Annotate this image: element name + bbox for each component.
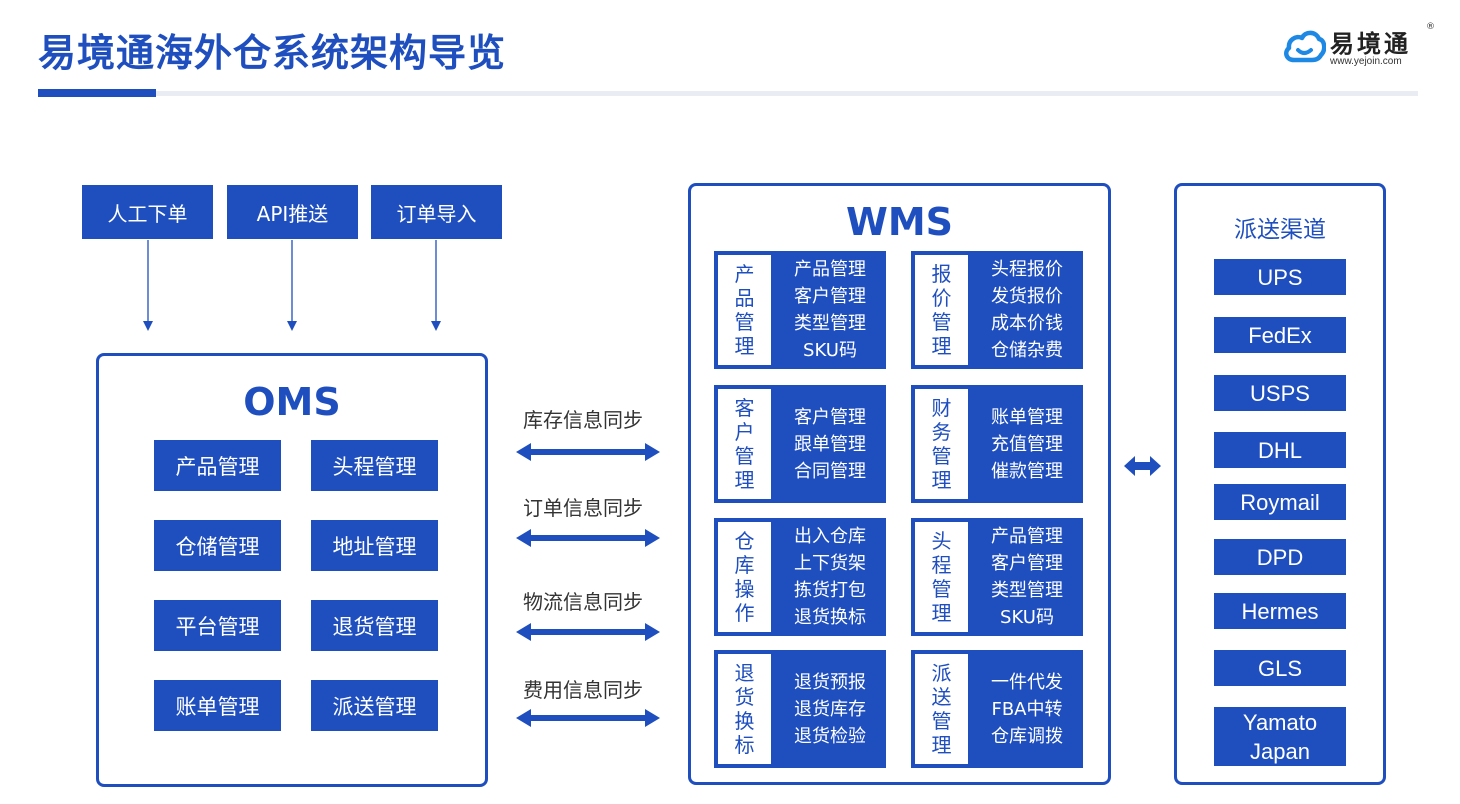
title-underline-accent <box>38 89 156 97</box>
module-tag: 报价管理 <box>915 255 968 365</box>
registered-mark: ® <box>1426 22 1435 32</box>
module-item: 退货换标 <box>794 607 866 628</box>
oms-item: 平台管理 <box>154 600 281 651</box>
sync-label: 物流信息同步 <box>523 590 643 614</box>
module-tag: 派送管理 <box>915 654 968 764</box>
module-item: 客户管理 <box>991 553 1063 574</box>
double-arrow-icon <box>516 709 660 727</box>
module-item: 账单管理 <box>991 406 1063 428</box>
module-item: 产品管理 <box>991 526 1063 547</box>
channel-item: Hermes <box>1214 593 1346 629</box>
sync-label: 订单信息同步 <box>523 496 643 520</box>
channel-item: Yamato Japan <box>1214 707 1346 766</box>
module-item: 上下货架 <box>794 553 866 574</box>
module-tag: 仓库操作 <box>718 522 771 632</box>
channel-item: USPS <box>1214 375 1346 411</box>
oms-item: 头程管理 <box>311 440 438 491</box>
module-item: 退货检验 <box>794 725 866 747</box>
module-item: 一件代发 <box>991 671 1063 693</box>
module-item: SKU码 <box>1000 607 1054 628</box>
module-item: SKU码 <box>803 340 857 361</box>
oms-item: 账单管理 <box>154 680 281 731</box>
module-tag: 头程管理 <box>915 522 968 632</box>
wms-module: 派送管理 一件代发 FBA中转 仓库调拨 <box>911 650 1083 768</box>
wms-module: 客户管理 客户管理 跟单管理 合同管理 <box>714 385 886 503</box>
double-arrow-icon <box>516 529 660 547</box>
channel-item: GLS <box>1214 650 1346 686</box>
oms-item: 产品管理 <box>154 440 281 491</box>
channels-title: 派送渠道 <box>1234 217 1326 243</box>
module-item: 退货库存 <box>794 698 866 720</box>
module-item: 客户管理 <box>794 406 866 428</box>
module-item: 成本价钱 <box>991 313 1063 334</box>
double-arrow-icon <box>516 623 660 641</box>
wms-title: WMS <box>845 200 954 244</box>
module-item: 头程报价 <box>991 259 1063 280</box>
channel-item: UPS <box>1214 259 1346 295</box>
title-underline <box>38 91 1418 96</box>
cloud-logo-icon <box>1284 30 1326 63</box>
wms-module: 仓库操作 出入仓库 上下货架 拣货打包 退货换标 <box>714 518 886 636</box>
double-arrow-icon <box>516 443 660 461</box>
module-item: 充值管理 <box>991 433 1063 455</box>
page-title: 易境通海外仓系统架构导览 <box>38 31 507 75</box>
module-item: FBA中转 <box>991 698 1063 720</box>
wms-module: 财务管理 账单管理 充值管理 催款管理 <box>911 385 1083 503</box>
input-manual-order: 人工下单 <box>82 185 213 239</box>
channel-item: Roymail <box>1214 484 1346 520</box>
oms-item: 仓储管理 <box>154 520 281 571</box>
module-item: 退货预报 <box>794 671 866 693</box>
oms-item: 退货管理 <box>311 600 438 651</box>
module-item: 跟单管理 <box>794 433 866 455</box>
module-tag: 退货换标 <box>718 654 771 764</box>
oms-title: OMS <box>243 380 341 424</box>
module-item: 发货报价 <box>991 286 1063 307</box>
channel-item: FedEx <box>1214 317 1346 353</box>
wms-module: 退货换标 退货预报 退货库存 退货检验 <box>714 650 886 768</box>
input-order-import: 订单导入 <box>371 185 502 239</box>
module-item: 仓储杂费 <box>991 340 1063 361</box>
module-tag: 产品管理 <box>718 255 771 365</box>
module-item: 类型管理 <box>991 580 1063 601</box>
wms-module: 产品管理 产品管理 客户管理 类型管理 SKU码 <box>714 251 886 369</box>
sync-label: 费用信息同步 <box>523 678 643 702</box>
module-tag: 客户管理 <box>718 389 771 499</box>
logo-url: www.yejoin.com <box>1330 56 1402 67</box>
module-tag: 财务管理 <box>915 389 968 499</box>
module-item: 产品管理 <box>794 259 866 280</box>
channel-item: DPD <box>1214 539 1346 575</box>
oms-item: 派送管理 <box>311 680 438 731</box>
module-item: 拣货打包 <box>794 580 866 601</box>
channel-item: DHL <box>1214 432 1346 468</box>
logo-text: 易境通 <box>1330 30 1411 58</box>
wms-module: 头程管理 产品管理 客户管理 类型管理 SKU码 <box>911 518 1083 636</box>
double-arrow-icon <box>1124 456 1161 476</box>
input-api-push: API推送 <box>227 185 358 239</box>
module-item: 类型管理 <box>794 313 866 334</box>
module-item: 出入仓库 <box>794 526 866 547</box>
wms-module: 报价管理 头程报价 发货报价 成本价钱 仓储杂费 <box>911 251 1083 369</box>
sync-label: 库存信息同步 <box>523 408 643 432</box>
module-item: 客户管理 <box>794 286 866 307</box>
module-item: 催款管理 <box>991 460 1063 482</box>
oms-item: 地址管理 <box>311 520 438 571</box>
module-item: 合同管理 <box>794 460 866 482</box>
module-item: 仓库调拨 <box>991 725 1063 747</box>
